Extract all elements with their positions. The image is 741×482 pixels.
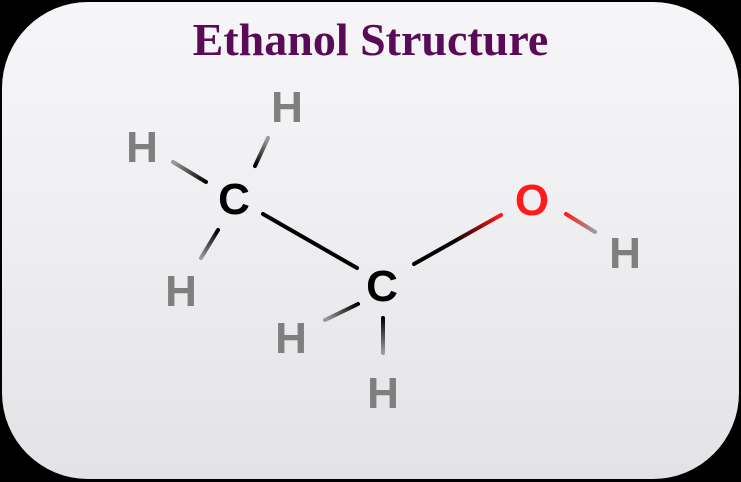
atom-carbon: C — [218, 175, 250, 224]
atom-hydrogen: H — [165, 267, 197, 316]
bond-c1-c2 — [261, 212, 359, 270]
bond-c2-h-left — [323, 302, 360, 322]
atom-oxygen: O — [515, 176, 549, 225]
atom-hydrogen: H — [609, 229, 641, 278]
bond-c1-h-lower-left — [199, 228, 220, 260]
atom-carbon: C — [366, 262, 398, 311]
atom-hydrogen: H — [275, 314, 307, 363]
atom-hydrogen: H — [367, 369, 399, 418]
atom-hydrogen: H — [271, 83, 303, 132]
bond-c1-h-left — [171, 160, 208, 184]
atom-hydrogen: H — [126, 123, 158, 172]
bond-o-h — [564, 212, 597, 234]
page-title: Ethanol Structure — [192, 14, 549, 65]
bond-c1-h-top — [253, 136, 270, 168]
bond-c2-o — [412, 213, 503, 266]
